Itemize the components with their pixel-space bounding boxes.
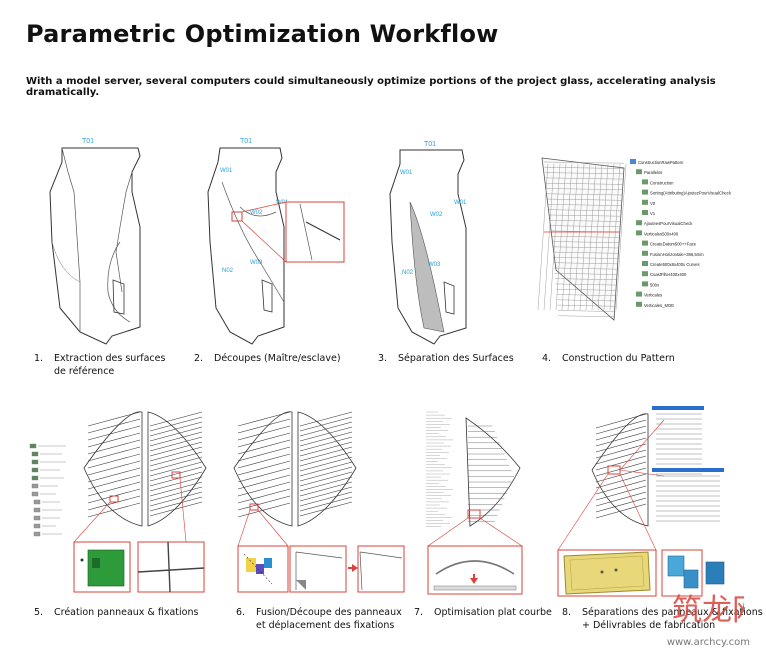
tree-node-label[interactable]: Parallelos [644, 170, 662, 175]
tree-node-icon [636, 230, 642, 236]
page-subtitle: With a model server, several computers c… [26, 76, 716, 98]
watermark-logo: 筑龙网 [672, 594, 744, 627]
caption-step-3: 3.Séparation des Surfaces [378, 353, 514, 364]
tree-node-icon [636, 291, 642, 297]
svg-text:W01: W01 [220, 168, 233, 174]
page-title: Parametric Optimization Workflow [26, 20, 499, 48]
tree-node-icon [642, 261, 648, 266]
tree-node-label[interactable]: Create500x8x400x Curves [650, 262, 700, 267]
tree-node-label[interactable]: Verticales500x400 [644, 231, 679, 236]
tree-node-label[interactable]: Construction [650, 180, 674, 185]
tree-node-icon [642, 210, 648, 215]
tree-node-label[interactable]: Verticales [644, 293, 662, 298]
tree-node-icon [642, 199, 648, 205]
tree-node-label[interactable]: FusionHorizontale+396,5mm [650, 252, 704, 257]
tree-node-label[interactable]: CoastFilter400x400 [650, 272, 687, 277]
tree-node-icon [642, 240, 648, 246]
tree-node-icon [636, 169, 642, 175]
tree-node-icon [636, 220, 642, 226]
figure-1-reference-surfaces: T01 [49, 138, 141, 345]
figure-7-flat-curved-optimization [424, 410, 523, 595]
watermark-url: www.archcy.com [666, 637, 750, 648]
svg-text:T01: T01 [240, 138, 252, 145]
tree-node-icon [642, 271, 648, 277]
figure-5-panels-fixations [29, 411, 207, 593]
small-tree [29, 443, 66, 537]
svg-text:筑龙网: 筑龙网 [672, 594, 744, 627]
tree-node-label[interactable]: Sorting(Attributing)AjoutezPourVisualChe… [650, 191, 732, 196]
caption-step-7: 7.Optimisation plat courbe [414, 607, 552, 618]
tree-node-icon [636, 301, 642, 307]
label-t01: T01 [82, 138, 94, 145]
svg-text:W03: W03 [250, 260, 263, 266]
model-tree: ConstructionRawPatternParallelosConstruc… [630, 159, 732, 308]
tree-node-label[interactable]: Verticales_MOE [644, 303, 674, 308]
figure-4-pattern-construction: ConstructionRawPatternParallelosConstruc… [537, 157, 732, 321]
svg-text:T01: T01 [424, 141, 436, 148]
figure-3-surface-separation: T01 W01 W02 W01 W03 N02 [389, 141, 467, 345]
caption-step-2: 2.Découpes (Maître/esclave) [194, 353, 341, 364]
figure-2-master-slave-cuts: T01 W01 W02 W01 W03 N02 [207, 138, 345, 345]
caption-step-1: 1.Extraction des surfaces de référence [34, 353, 166, 377]
tree-node-label[interactable]: AjouteesPourVisualCheck [644, 221, 693, 226]
svg-text:W03: W03 [428, 262, 441, 268]
figure-8-fabrication-deliverables [557, 406, 725, 597]
svg-text:N02: N02 [402, 270, 414, 276]
tree-node-icon [630, 159, 636, 164]
tree-node-label[interactable]: V1 [650, 211, 656, 216]
tree-node-icon [642, 281, 648, 287]
caption-step-6: 6.Fusion/Découpe des panneaux et déplace… [236, 607, 402, 631]
svg-text:W01: W01 [400, 170, 413, 176]
caption-step-5: 5.Création panneaux & fixations [34, 607, 199, 618]
svg-text:W02: W02 [250, 210, 263, 216]
caption-step-4: 4.Construction du Pattern [542, 353, 675, 364]
tree-node-label[interactable]: V0 [650, 201, 656, 206]
svg-text:W01: W01 [454, 200, 467, 206]
tree-node-label[interactable]: ConstructionRawPattern [638, 160, 684, 165]
caption-step-8: 8.Séparations des panneaux & fixations +… [562, 607, 763, 631]
svg-text:N02: N02 [222, 268, 234, 274]
tree-node-icon [642, 189, 648, 195]
tree-node-icon [642, 250, 648, 256]
figure-6-merge-cut-panels [233, 411, 405, 593]
tree-node-label[interactable]: CreateDatum500++Faze [650, 242, 697, 247]
tree-node-icon [642, 179, 648, 185]
tree-node-label[interactable]: 500x [650, 282, 660, 287]
svg-text:W02: W02 [430, 212, 443, 218]
